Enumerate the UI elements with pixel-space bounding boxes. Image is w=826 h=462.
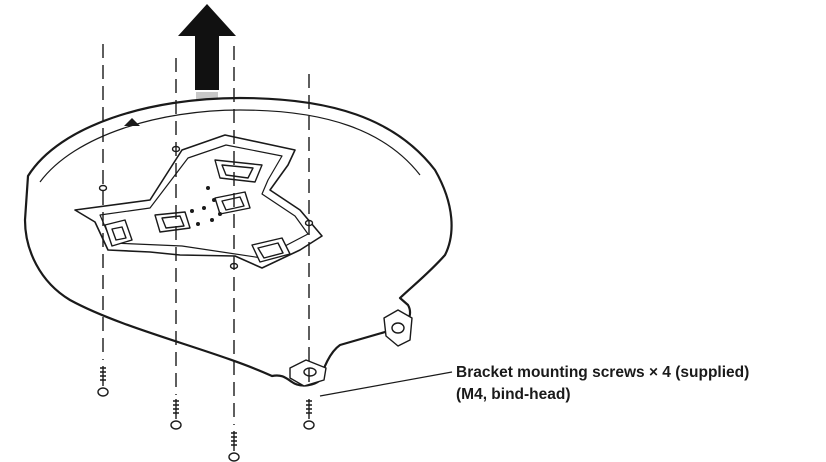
callout-leader-line (319, 371, 453, 397)
callout-line-2: (M4, bind-head) (456, 386, 571, 403)
mount-slot-right (251, 237, 291, 263)
mount-slot-left (104, 219, 133, 247)
screw-icon (97, 366, 109, 397)
screw-guide-lines (102, 44, 310, 425)
callout-line-1: Bracket mounting screws × 4 (supplied) (456, 364, 750, 381)
orientation-mark (124, 118, 140, 126)
mount-slot-center-right (214, 191, 251, 215)
bracket-tab-left (289, 359, 327, 387)
center-holes (190, 186, 222, 226)
screw-icon (303, 399, 315, 430)
bracket-tab-right (383, 309, 413, 347)
mount-slot-center-left (154, 211, 191, 233)
screw-callout-label: Bracket mounting screws × 4 (supplied) (… (456, 362, 749, 406)
screws (97, 366, 315, 462)
screw-icon (170, 399, 182, 430)
mount-slot-top (214, 159, 263, 183)
ceiling-bracket (23, 96, 453, 387)
screw-icon (228, 431, 240, 462)
